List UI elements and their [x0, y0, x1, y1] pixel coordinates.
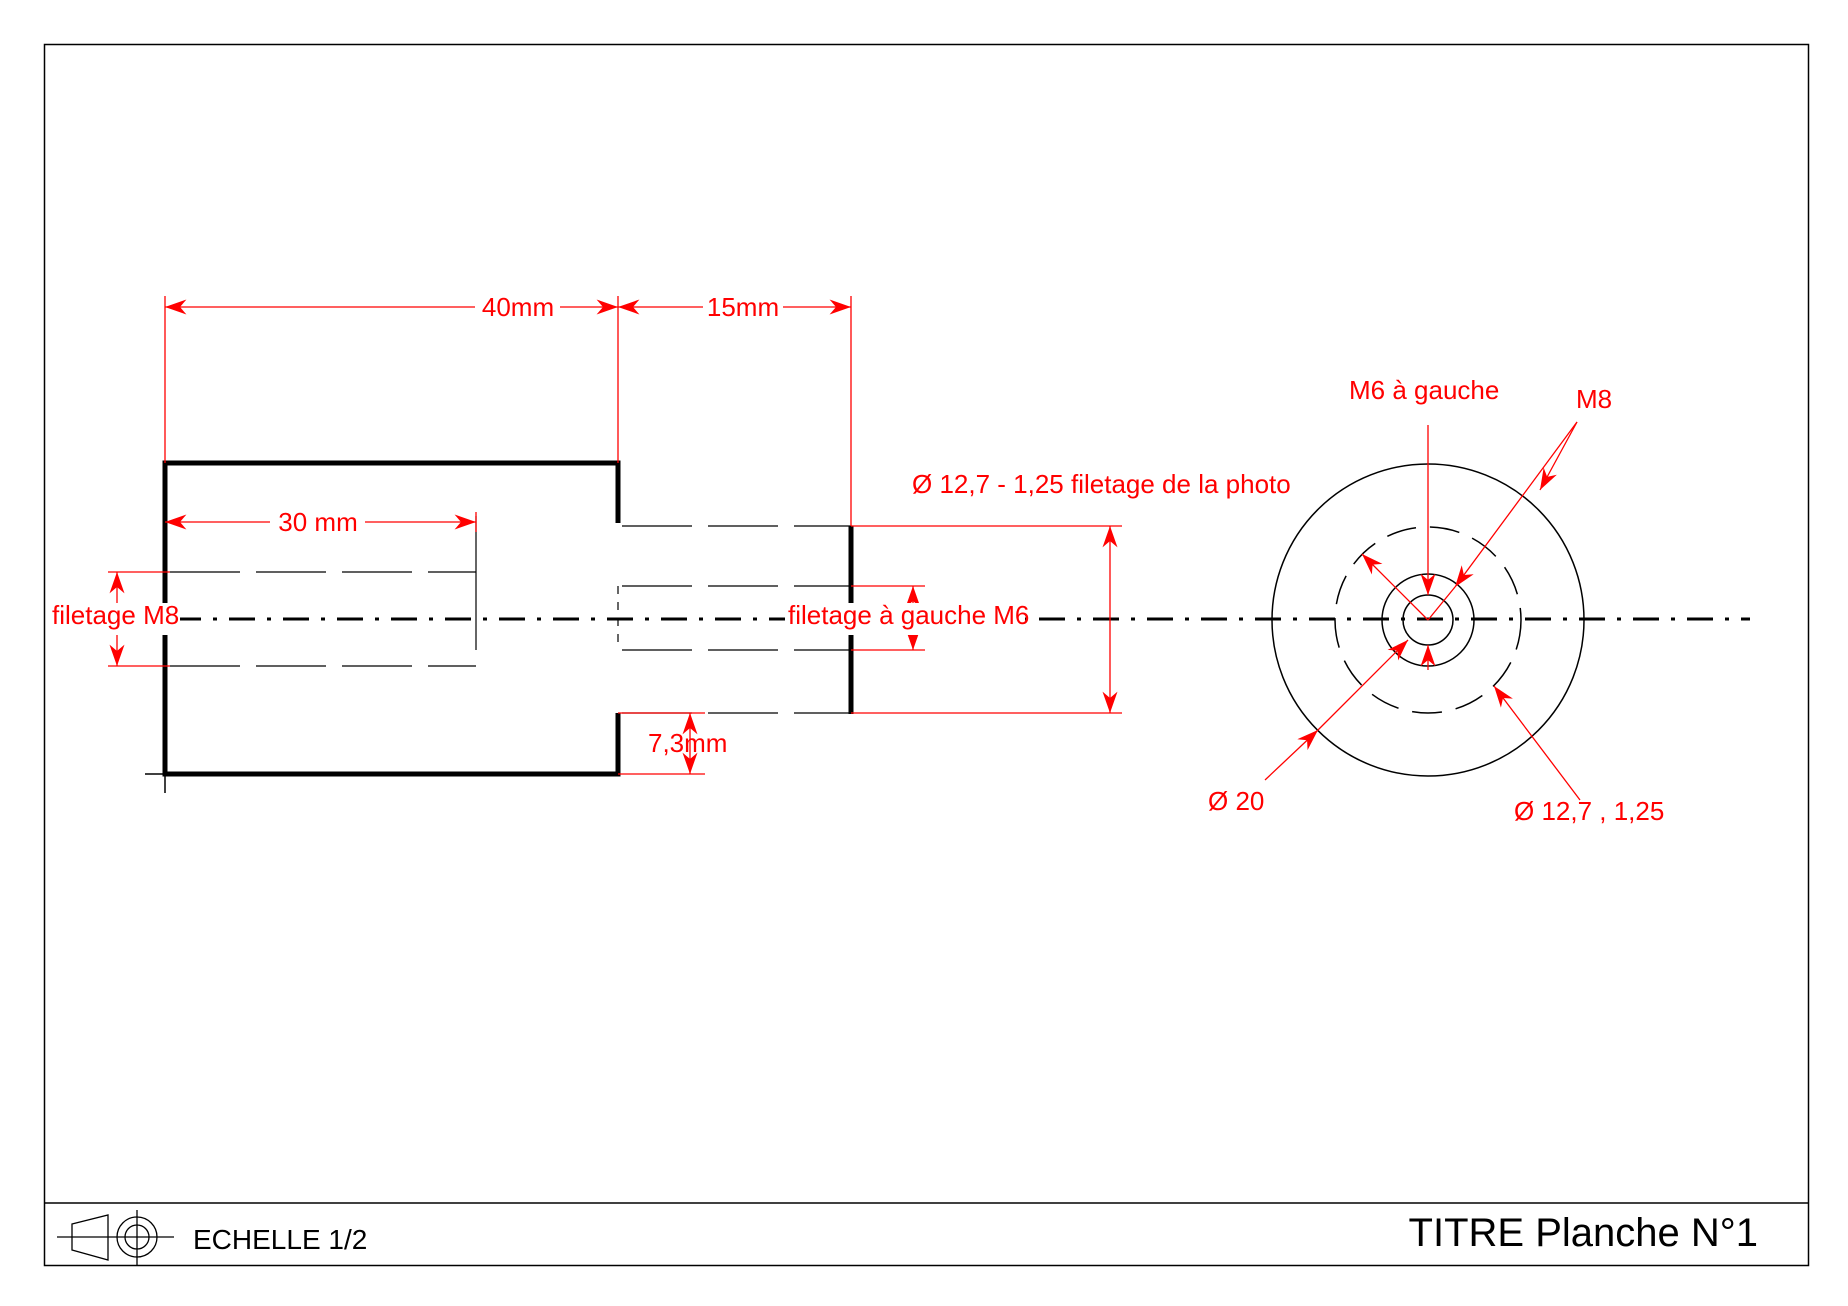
label-m6-left: M6 à gauche	[1349, 375, 1499, 405]
leader-dia20	[1264, 729, 1319, 781]
label-thread-m8: filetage M8	[52, 600, 179, 630]
leader-dia20-inner	[1317, 639, 1409, 731]
label-photo-thread: Ø 12,7 - 1,25 filetage de la photo	[912, 469, 1291, 499]
label-thread-m6: filetage à gauche M6	[788, 600, 1029, 630]
first-angle-projection-icon	[57, 1210, 174, 1266]
side-view-dimensions	[108, 296, 1122, 775]
label-dia-12-7: Ø 12,7 , 1,25	[1514, 796, 1664, 826]
label-wall-7-3mm: 7,3mm	[648, 728, 727, 758]
label-dia-20: Ø 20	[1208, 786, 1264, 816]
label-30mm: 30 mm	[278, 507, 357, 537]
drawing-title: TITRE Planche N°1	[1409, 1211, 1758, 1255]
leader-m8-ext	[1427, 586, 1456, 621]
leader-dia127-inner	[1361, 553, 1429, 621]
leader-m8-outer	[1539, 421, 1578, 491]
label-15mm: 15mm	[707, 292, 779, 322]
hidden-mid-circle	[1334, 526, 1522, 714]
leader-m8	[1454, 421, 1578, 588]
label-m8: M8	[1576, 384, 1612, 414]
end-view-dimensions	[1264, 421, 1581, 801]
sheet-border	[43, 43, 1810, 1267]
scale-label: ECHELLE 1/2	[193, 1224, 367, 1255]
leader-dia127	[1493, 685, 1581, 801]
label-40mm: 40mm	[482, 292, 554, 322]
